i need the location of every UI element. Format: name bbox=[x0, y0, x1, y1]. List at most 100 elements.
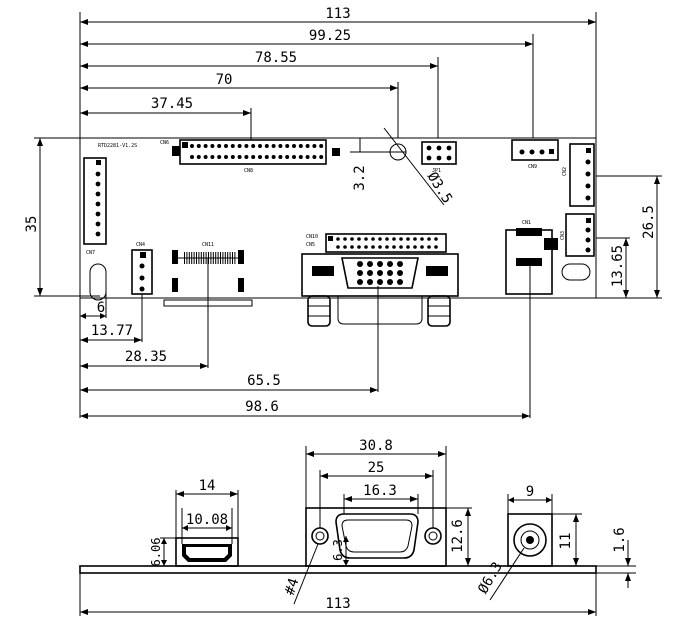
cn8-pin bbox=[244, 144, 249, 148]
cn7-pin bbox=[95, 211, 101, 217]
cn8-pin bbox=[196, 155, 201, 159]
cn8-pin bbox=[312, 155, 317, 159]
dim-1-6: 1.6 bbox=[596, 527, 636, 588]
cn8-pin bbox=[251, 144, 256, 148]
jack-diameter-label: Ø6.3 bbox=[475, 559, 506, 596]
dim-16-3-label: 16.3 bbox=[363, 483, 397, 499]
vga-pin bbox=[357, 279, 363, 285]
jp1-pin bbox=[426, 145, 432, 151]
dim-30-8-label: 30.8 bbox=[359, 438, 393, 454]
cn10-pin bbox=[336, 237, 340, 241]
cn8-label: CN8 bbox=[244, 168, 253, 174]
cn8-pin bbox=[237, 144, 242, 148]
cn6-label: CN6 bbox=[160, 140, 169, 146]
dim-14-label: 14 bbox=[199, 478, 216, 494]
side-view: 113 14 10.08 6.06 bbox=[79, 438, 636, 616]
dim-6-3-label: 6.3 bbox=[331, 539, 345, 561]
cn7-pin bbox=[95, 181, 101, 187]
dim-9-label: 9 bbox=[526, 484, 534, 500]
cn8-pin bbox=[292, 155, 296, 159]
cn11-pin bbox=[203, 252, 205, 264]
cn10-pin bbox=[371, 237, 375, 241]
board-label: RTD2281-V1.2S bbox=[98, 143, 137, 149]
dim-12-6: 12.6 bbox=[446, 507, 472, 566]
cn10-pin bbox=[420, 245, 424, 249]
dim-25-label: 25 bbox=[368, 460, 385, 476]
cn11-pin bbox=[222, 252, 224, 264]
cn3-label: CN3 bbox=[560, 231, 566, 240]
dim-11-label: 11 bbox=[558, 533, 574, 550]
dim-10-08-label: 10.08 bbox=[186, 512, 228, 528]
jack-diameter-callout: Ø6.3 bbox=[475, 547, 525, 601]
vga-pin bbox=[387, 270, 393, 276]
vga-pin bbox=[377, 279, 383, 285]
cn8-pin bbox=[278, 144, 283, 148]
hole-diameter-label: Ø3.5 bbox=[424, 169, 455, 206]
cn8-pad-right bbox=[332, 148, 340, 156]
cn10-pin bbox=[336, 245, 340, 249]
cn4-label: CN4 bbox=[136, 242, 145, 248]
cn8-pin bbox=[203, 155, 208, 159]
cn8-pin bbox=[217, 155, 222, 159]
cn10-pin bbox=[378, 237, 382, 241]
jp1-pin bbox=[436, 145, 442, 151]
cn10-label: CN10 bbox=[306, 234, 318, 240]
cn8-pin bbox=[230, 144, 235, 148]
cn9-label: CN9 bbox=[528, 164, 537, 170]
dim-113-top-label: 113 bbox=[325, 6, 350, 22]
dim-10-08: 10.08 bbox=[182, 512, 232, 531]
cn8-pin bbox=[285, 155, 290, 159]
cn11-pin bbox=[234, 252, 236, 264]
cn8-pin bbox=[305, 144, 310, 148]
cn9-connector: CN9 bbox=[511, 139, 559, 170]
cn10-pin bbox=[371, 245, 375, 249]
vga-pin bbox=[367, 261, 373, 267]
dim-6: 6 bbox=[80, 300, 106, 319]
cn8-pin bbox=[258, 155, 262, 159]
cn8-pin bbox=[292, 144, 296, 148]
dim-30-8: 30.8 bbox=[306, 438, 446, 457]
cn7-label: CN7 bbox=[86, 250, 95, 256]
cn8-pin bbox=[190, 155, 194, 159]
cn7-pin bbox=[95, 191, 101, 197]
right-slot bbox=[561, 263, 591, 281]
dim-25: 25 bbox=[320, 460, 433, 479]
cn10-pin bbox=[357, 245, 361, 249]
cn10-pin bbox=[364, 245, 368, 249]
cn10-pin bbox=[434, 237, 438, 241]
dim-1-6-label: 1.6 bbox=[612, 527, 628, 552]
cn8-pin bbox=[224, 155, 228, 159]
cn11-label: CN11 bbox=[202, 242, 214, 248]
cn11-pin bbox=[184, 252, 185, 264]
cn10-pin bbox=[343, 237, 347, 241]
cn8-pin bbox=[237, 155, 242, 159]
cn11-pin bbox=[227, 252, 229, 264]
cn2-connector: CN2 bbox=[562, 143, 595, 207]
cn7-connector: CN7 bbox=[83, 157, 107, 256]
dim-37-45-label: 37.45 bbox=[151, 96, 193, 112]
cn10-pin bbox=[378, 245, 382, 249]
cn8-pin bbox=[271, 155, 276, 159]
jp1-pin bbox=[436, 155, 442, 161]
cn10-pin bbox=[385, 245, 389, 249]
cn8-pin bbox=[298, 144, 303, 148]
vga-pin bbox=[397, 279, 403, 285]
cn1-label: CN1 bbox=[522, 220, 531, 226]
cn8-pin bbox=[217, 144, 222, 148]
top-view: 113 99.25 78.55 70 37.45 35 bbox=[24, 6, 662, 419]
dim-37-45: 37.45 bbox=[80, 96, 251, 116]
dim-113-bottom: 113 bbox=[80, 596, 596, 615]
dim-6-06-label: 6.06 bbox=[149, 538, 163, 567]
cn11-pin bbox=[212, 252, 214, 264]
left-slot bbox=[89, 263, 107, 301]
cn8-pin bbox=[210, 155, 215, 159]
cn8-pin bbox=[203, 144, 208, 148]
vga-pin bbox=[357, 270, 363, 276]
cn8-pin bbox=[278, 155, 283, 159]
vga-pin bbox=[367, 279, 373, 285]
screw-callout: #4 bbox=[282, 543, 319, 605]
dim-12-6-label: 12.6 bbox=[450, 519, 466, 553]
cn11-pin bbox=[193, 252, 195, 264]
jp1-pin bbox=[446, 145, 452, 151]
screw-label: #4 bbox=[282, 576, 302, 597]
